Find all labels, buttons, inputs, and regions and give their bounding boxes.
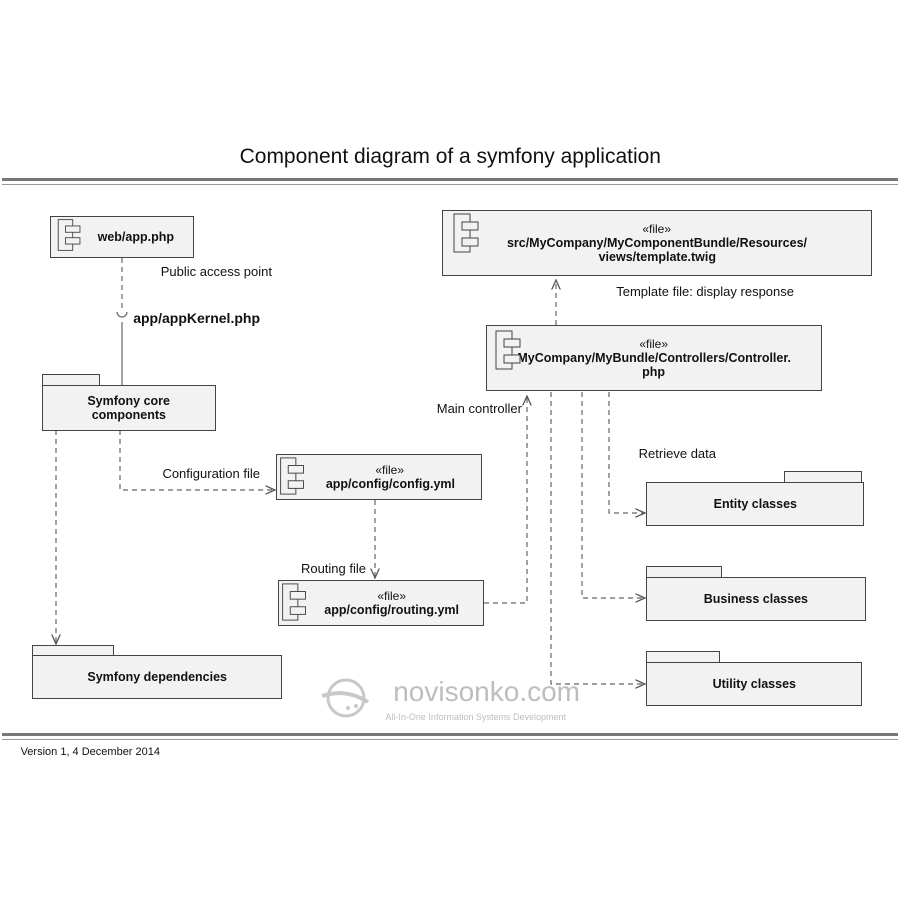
component-icon: [282, 583, 306, 621]
edge-main-controller: [484, 396, 527, 604]
component-icon: [57, 219, 81, 251]
label-main-controller: Main controller: [436, 401, 522, 416]
package-core[interactable]: Symfony core components: [42, 385, 216, 431]
component-icon: [280, 457, 304, 495]
version-footer: Version 1, 4 December 2014: [20, 746, 160, 758]
label-template-file: Template file: display response: [616, 284, 794, 299]
label-public-access: Public access point: [160, 264, 272, 279]
label-routing-file: Routing file: [300, 561, 366, 576]
component-icon: [453, 213, 479, 253]
watermark-logo-icon: [321, 678, 370, 718]
watermark-tagline: All-In-One Information Systems Developme…: [385, 712, 566, 722]
label-retrieve-data: Retrieve data: [638, 446, 716, 461]
component-controller[interactable]: «file» MyCompany/MyBundle/Controllers/Co…: [486, 325, 822, 391]
package-utility[interactable]: Utility classes: [646, 662, 862, 706]
component-template[interactable]: «file» src/MyCompany/MyComponentBundle/R…: [442, 210, 872, 276]
edge-entity: [608, 392, 645, 513]
label-configuration-file: Configuration file: [162, 466, 260, 481]
package-business[interactable]: Business classes: [646, 577, 866, 621]
edge-config: [119, 430, 275, 490]
edge-business: [581, 392, 645, 598]
label-app-kernel: app/appKernel.php: [133, 310, 260, 326]
package-entity[interactable]: Entity classes: [646, 482, 864, 526]
edge-utility: [550, 392, 645, 684]
watermark-site: novisonko.com: [393, 676, 580, 707]
component-icon: [495, 330, 521, 370]
kernel-socket: [116, 311, 128, 318]
package-deps[interactable]: Symfony dependencies: [32, 655, 282, 699]
